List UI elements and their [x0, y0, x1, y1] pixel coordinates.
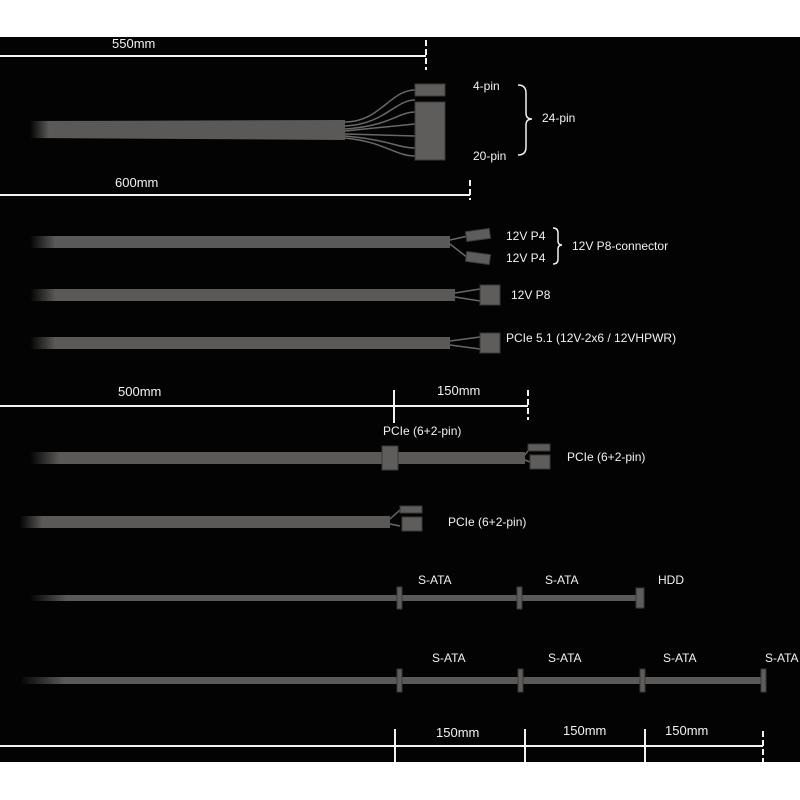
brace-24pin — [517, 84, 533, 156]
brace-p8 — [552, 227, 563, 265]
connector-label: 4-pin — [473, 79, 500, 93]
connector-pcie-6pin — [401, 516, 423, 532]
connector-p4 — [464, 227, 492, 243]
connector-label: 12V P8 — [511, 288, 551, 302]
connector-label: HDD — [658, 573, 684, 587]
dim-label: 550mm — [112, 36, 156, 51]
connector-label: S-ATA — [548, 651, 582, 665]
sata-connector — [396, 668, 403, 693]
connector-pcie-2pin — [527, 443, 551, 452]
sata-connector — [517, 668, 524, 693]
cable-atx — [30, 120, 345, 140]
connector-pcie-mid — [381, 445, 399, 471]
sata-connector — [516, 586, 523, 610]
connector-label: S-ATA — [432, 651, 466, 665]
cable-pcie-daisy — [30, 452, 525, 464]
connector-label: PCIe (6+2-pin) — [567, 450, 646, 464]
connector-label: S-ATA — [545, 573, 579, 587]
connector-group-label: 24-pin — [542, 111, 576, 125]
dim-label: 150mm — [436, 725, 480, 740]
sata-connector — [396, 586, 403, 610]
connector-pcie-2pin — [399, 505, 423, 514]
connector-20pin — [414, 101, 446, 161]
cable-sata4 — [20, 677, 765, 684]
dim-label: 150mm — [665, 723, 709, 738]
hdd-connector — [635, 587, 645, 609]
diagram-panel — [0, 37, 800, 762]
connector-label: PCIe (6+2-pin) — [383, 424, 462, 438]
connector-4pin — [414, 83, 446, 97]
connector-label: S-ATA — [765, 651, 799, 665]
cable-sata-hdd — [30, 595, 640, 601]
cable-pcie5 — [30, 337, 450, 349]
connector-pcie-6pin — [529, 454, 551, 470]
connector-label: 20-pin — [473, 149, 507, 163]
connector-label: 12V P4 — [506, 251, 546, 265]
connector-label: PCIe (6+2-pin) — [448, 515, 527, 529]
cable-pcie-single — [20, 516, 390, 528]
connector-label: PCIe 5.1 (12V-2x6 / 12VHPWR) — [506, 331, 677, 345]
connector-12vhpwr — [479, 332, 501, 354]
connector-group-label: 12V P8-connector — [572, 239, 669, 253]
cable-eps — [30, 289, 455, 301]
connector-p4 — [464, 250, 492, 266]
connector-label: S-ATA — [663, 651, 697, 665]
cable-eps-split — [30, 236, 450, 248]
dim-label: 500mm — [118, 384, 162, 399]
sata-connector — [760, 668, 767, 693]
connector-p8 — [479, 284, 501, 306]
dim-label: 150mm — [437, 383, 481, 398]
sata-connector — [639, 668, 646, 693]
dim-label: 600mm — [115, 175, 159, 190]
connector-label: 12V P4 — [506, 229, 546, 243]
dim-label: 150mm — [563, 723, 607, 738]
connector-label: S-ATA — [418, 573, 452, 587]
